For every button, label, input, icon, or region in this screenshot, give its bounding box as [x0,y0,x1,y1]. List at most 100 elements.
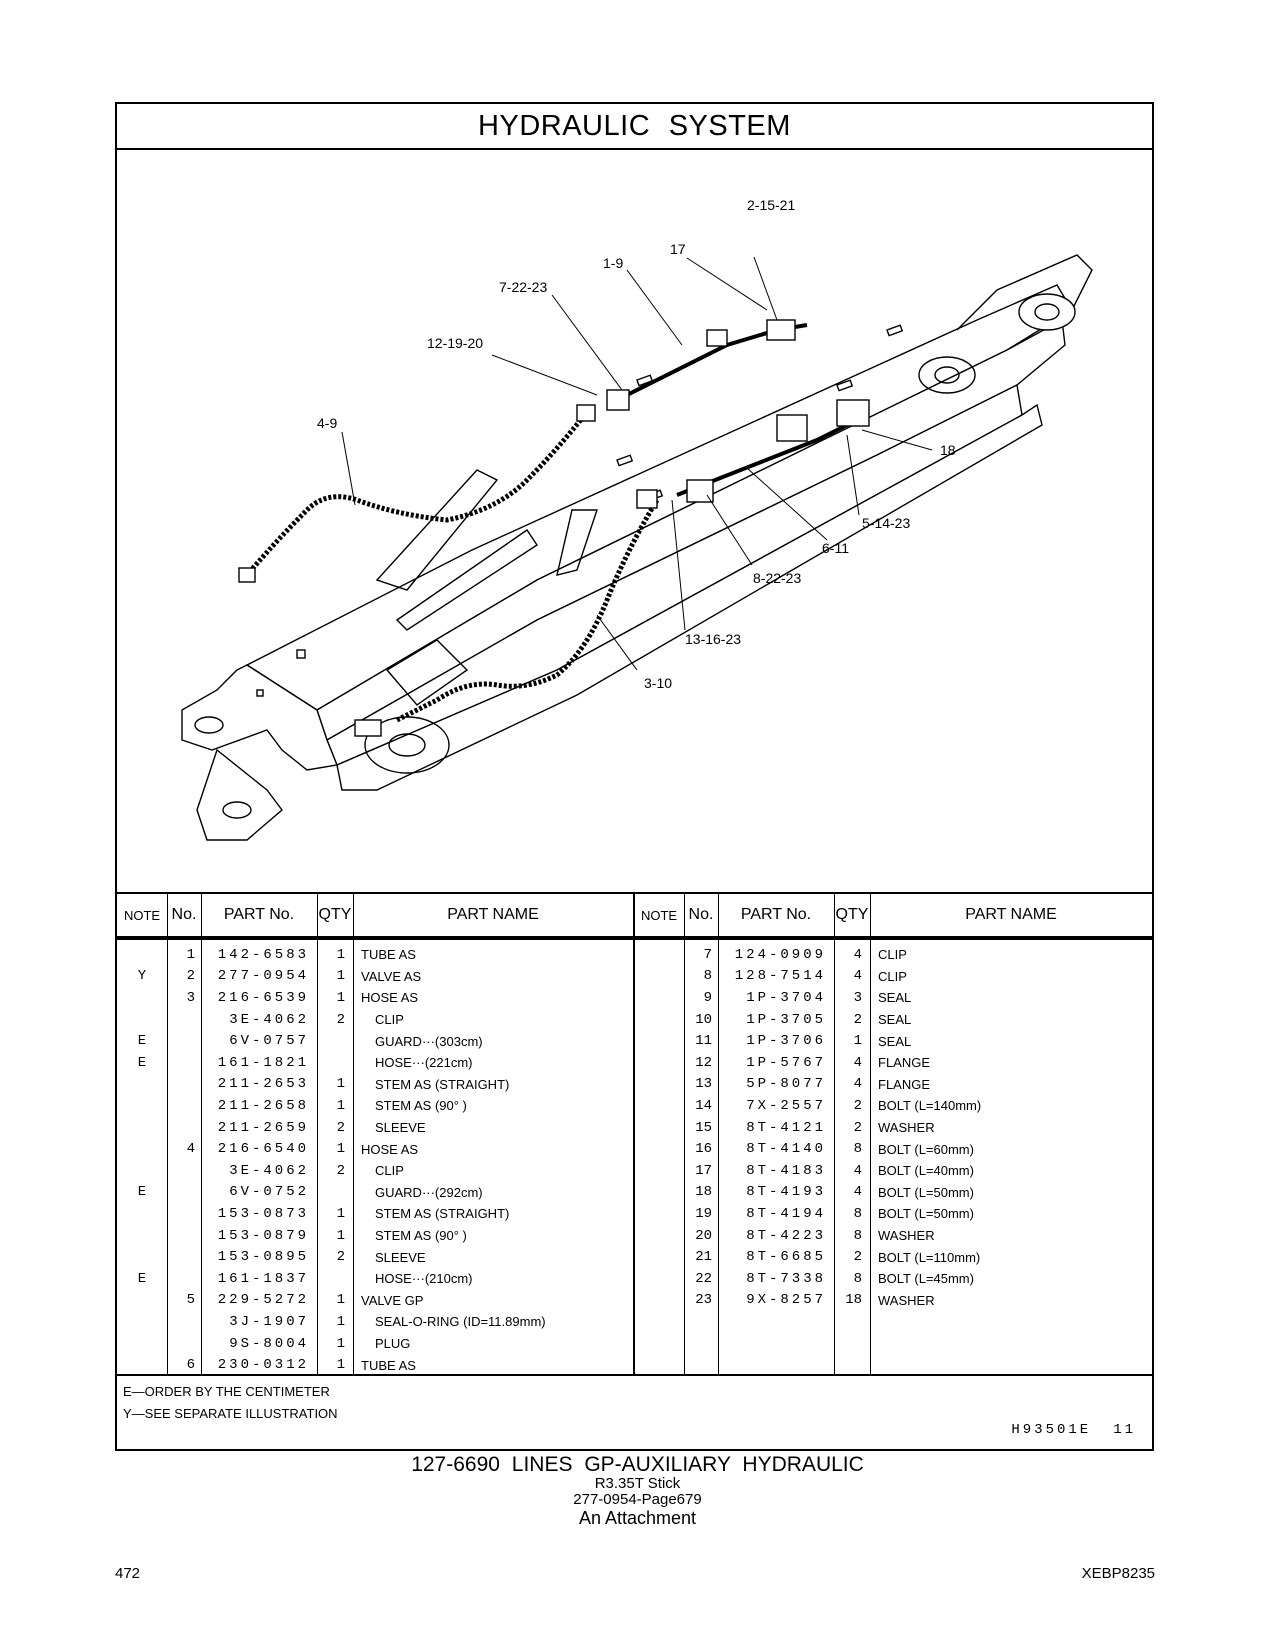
row-quantity: 1 [336,1227,345,1244]
row-part-number: 161-1837 [217,1270,309,1287]
row-note: E [137,1184,147,1201]
leader-lines [341,256,933,671]
row-part-name: WASHER [878,1292,935,1308]
row-part-name: FLANGE [878,1055,931,1071]
table-row: 15 8T-4121 2 WASHER [634,1117,1150,1139]
row-quantity: 2 [853,1011,862,1028]
row-part-name: BOLT (L=140mm) [878,1098,982,1114]
row-part-number: 6V-0757 [229,1033,309,1050]
callout-7-22-23: 7-22-23 [499,279,547,295]
row-part-number: 230-0312 [217,1357,309,1374]
row-quantity: 2 [336,1119,345,1136]
col-line [684,894,685,1374]
footnote-y: Y—SEE SEPARATE ILLUSTRATION [123,1406,338,1421]
callout-13-16-23: 13-16-23 [685,631,741,647]
col-line [834,894,835,1374]
row-part-number: 211-2658 [217,1097,309,1114]
row-quantity: 8 [853,1141,862,1158]
col-line-center [633,894,635,1374]
callout-3-10: 3-10 [644,675,672,691]
header-partname-left: PART NAME [353,894,633,938]
row-part-number: 5P-8077 [746,1076,826,1093]
row-part-name: STEM AS (STRAIGHT) [375,1206,510,1222]
row-quantity: 2 [853,1249,862,1266]
row-part-number: 153-0873 [217,1205,309,1222]
footnotes: E—ORDER BY THE CENTIMETER Y—SEE SEPARATE… [117,1374,1152,1449]
row-part-number: 1P-5767 [746,1054,826,1071]
row-part-name: CLIP [878,947,907,963]
row-part-name: GUARD···(292cm) [375,1184,483,1200]
row-part-number: 277-0954 [217,968,309,985]
header-qty-left: QTY [317,894,353,938]
group-caption: 127-6690 LINES GP-AUXILIARY HYDRAULIC [411,1453,864,1476]
row-note: Y [137,968,147,985]
callout-18: 18 [940,442,956,458]
row-part-number: 216-6539 [217,989,309,1006]
row-quantity: 4 [853,1184,862,1201]
callout-17: 17 [670,241,686,257]
row-part-number: 9S-8004 [229,1335,309,1352]
row-number: 13 [695,1076,712,1093]
row-quantity: 1 [336,1335,345,1352]
row-part-name: WASHER [878,1228,935,1244]
row-part-number: 211-2653 [217,1076,309,1093]
row-part-number: 8T-4121 [746,1119,826,1136]
row-part-number: 8T-7338 [746,1270,826,1287]
row-part-name: HOSE···(221cm) [375,1055,473,1071]
row-quantity: 2 [853,1119,862,1136]
row-part-number: 153-0895 [217,1249,309,1266]
row-quantity: 8 [853,1205,862,1222]
row-part-name: BOLT (L=45mm) [878,1271,974,1287]
table-row: E 6V-0752 GUARD···(292cm) [117,1182,633,1204]
row-number: 19 [695,1205,712,1222]
row-part-number: 8T-6685 [746,1249,826,1266]
row-part-name: CLIP [878,968,907,984]
row-number: 6 [186,1357,195,1374]
row-quantity: 1 [336,1097,345,1114]
table-row: 211-2658 1 STEM AS (90° ) [117,1095,633,1117]
row-part-number: 3J-1907 [229,1313,309,1330]
col-line [353,894,354,1374]
header-no-left: No. [167,894,201,938]
row-quantity: 1 [336,1205,345,1222]
row-number: 17 [695,1162,712,1179]
row-number: 15 [695,1119,712,1136]
row-quantity: 8 [853,1227,862,1244]
row-part-name: TUBE AS [361,1357,416,1373]
row-number: 20 [695,1227,712,1244]
row-part-name: STEM AS (90° ) [375,1098,467,1114]
row-part-name: WASHER [878,1120,935,1136]
callout-2-15-21: 2-15-21 [747,197,795,213]
row-part-name: SLEEVE [375,1249,426,1265]
hose-assemblies [245,410,660,723]
row-part-name: BOLT (L=50mm) [878,1206,974,1222]
row-number: 18 [695,1184,712,1201]
row-part-name: SEAL [878,1012,912,1028]
row-quantity: 1 [853,1033,862,1050]
row-quantity: 1 [336,1292,345,1309]
row-part-number: 6V-0752 [229,1184,309,1201]
row-number: 22 [695,1270,712,1287]
tube-assemblies [606,319,870,503]
row-part-number: 1P-3706 [746,1033,826,1050]
row-part-name: SEAL-O-RING (ID=11.89mm) [375,1314,546,1330]
callout-12-19-20: 12-19-20 [427,335,483,351]
row-quantity: 4 [853,1054,862,1071]
row-part-number: 3E-4062 [229,1162,309,1179]
row-number: 4 [186,1141,195,1158]
row-part-number: 124-0909 [734,946,826,963]
row-part-number: 1P-3705 [746,1011,826,1028]
row-part-name: HOSE AS [361,1141,419,1157]
row-quantity: 4 [853,968,862,985]
